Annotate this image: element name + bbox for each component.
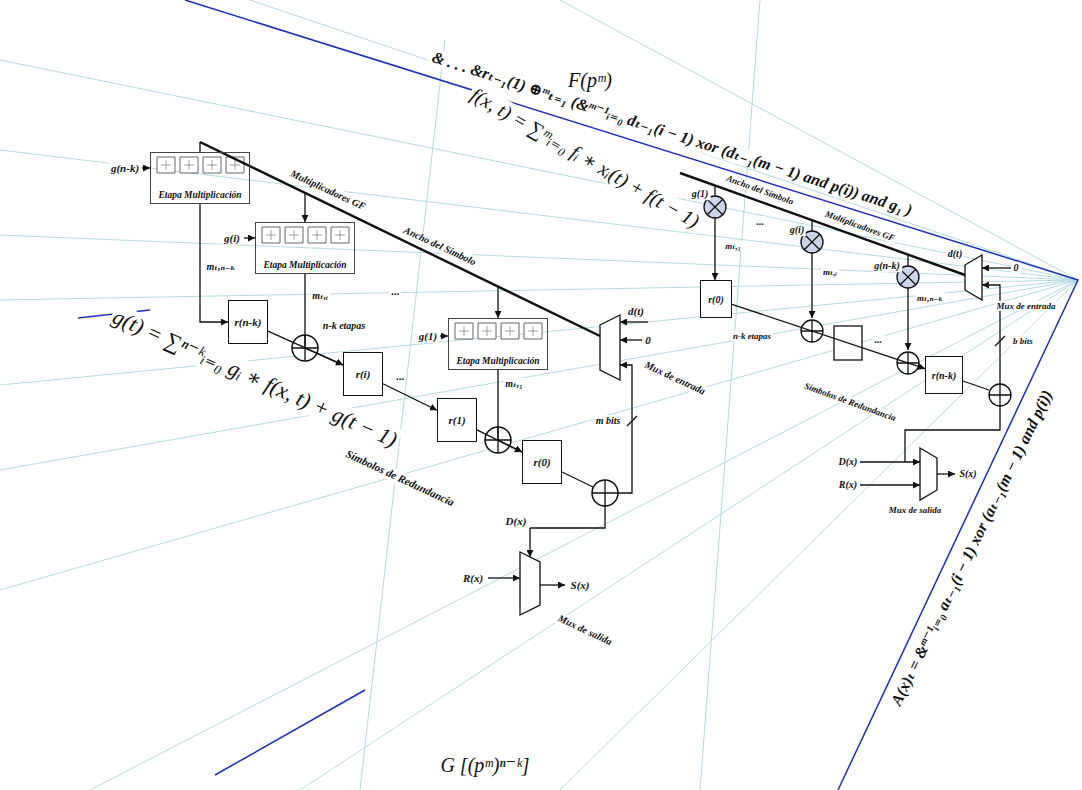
ellipsis: ... xyxy=(872,334,884,346)
field-name: G [(pᵐ)ⁿ⁻ᵏ] xyxy=(438,754,531,777)
ellipsis: ... xyxy=(394,370,406,383)
field-name: F(pᵐ) xyxy=(566,69,614,92)
stage-label: Etapa Multiplicación xyxy=(263,260,346,270)
signal-name: mₜ,₁ xyxy=(503,378,524,390)
register-box: r(n-k) xyxy=(228,300,268,344)
signal-name: S(x) xyxy=(957,468,978,480)
output-mux xyxy=(520,552,540,615)
register-label: r(i) xyxy=(356,368,371,380)
ellipsis: ... xyxy=(754,216,766,228)
plane-outline xyxy=(78,0,1078,790)
multiplication-stage: Etapa Multiplicación xyxy=(150,152,250,204)
multiplication-stage: Etapa Multiplicación xyxy=(255,222,355,274)
register-box: r(n-k) xyxy=(925,356,963,394)
signal-name: mₜ,ₙ₋ₖ xyxy=(204,261,237,273)
zero-input xyxy=(982,267,1011,268)
output-mux xyxy=(920,448,937,500)
signal-name: mₜ,ₙ₋ₖ xyxy=(915,293,945,303)
data-input xyxy=(620,321,648,322)
signal-name: D(x) xyxy=(837,456,860,468)
signal-name: R(x) xyxy=(461,572,485,585)
stage-label: Etapa Multiplicación xyxy=(158,190,241,200)
wire xyxy=(200,142,637,528)
gf-multiplier-cells xyxy=(157,157,542,339)
signal-name: mₜ,ᵢ xyxy=(310,290,330,302)
caption-text: Multiplicadores GF xyxy=(822,208,898,244)
register-box: r(0) xyxy=(700,280,732,318)
register-box: r(i) xyxy=(343,352,383,396)
caption-text: Símbolos de Redundancia xyxy=(801,380,899,424)
output-wire xyxy=(540,584,565,585)
zero-input xyxy=(620,339,642,340)
register-label: r(n-k) xyxy=(235,316,262,328)
caption-text: Mux de salida xyxy=(887,505,944,515)
signal-name: R(x) xyxy=(837,479,859,491)
signal-name: mₜ,₁ xyxy=(723,241,743,251)
output-wire xyxy=(937,473,955,474)
signal-name: d(t) xyxy=(946,248,964,260)
signal-name: g(1) xyxy=(417,330,439,343)
ellipsis: ... xyxy=(389,285,401,298)
signal-name: g(i) xyxy=(788,224,806,236)
caption-text: Mux de entrada xyxy=(641,358,709,398)
bus-drop xyxy=(497,287,498,318)
product-wire xyxy=(714,218,715,280)
coefficient-input xyxy=(244,237,255,238)
bus-width: b bits xyxy=(1011,336,1035,346)
signal-name: S(x) xyxy=(569,579,592,592)
multiplication-stage: Etapa Multiplicación xyxy=(448,318,548,370)
data-wire xyxy=(860,461,920,462)
caption-text: n-k etapas xyxy=(731,331,773,341)
signal-connector xyxy=(268,331,343,365)
register-box: r(1) xyxy=(437,398,477,442)
signal-name: 0 xyxy=(643,334,653,347)
coefficient-input xyxy=(142,167,150,168)
data-wire xyxy=(529,528,530,557)
stage-label: Etapa Multiplicación xyxy=(456,356,539,366)
caption-text: Multiplicadores GF xyxy=(287,167,369,214)
caption-text: Ancho del Símbolo xyxy=(400,223,480,268)
caption-text: Símbolos de Redundancia xyxy=(342,446,458,509)
formula: A(x)ₜ = &ᵐ⁻¹ᵢ₌₀ aₜ₋₁(i − 1) xor (aₜ₋₁(m … xyxy=(886,386,1057,711)
signal-name: g(n-k) xyxy=(109,162,141,175)
caption-text: Mux de salida xyxy=(554,612,615,649)
feedback-wire xyxy=(618,365,632,493)
signal-name: g(i) xyxy=(222,232,242,245)
signal-name: mₜ,ᵢ xyxy=(821,267,839,277)
signal-name: 0 xyxy=(1012,262,1021,274)
bus-width: m bits xyxy=(594,415,623,427)
input-mux xyxy=(600,315,620,380)
input-mux xyxy=(965,255,982,300)
bus-drop xyxy=(304,193,305,222)
signal-connector xyxy=(383,384,437,410)
signal-name: d(t) xyxy=(626,305,646,318)
signal-name: g(n-k) xyxy=(872,260,902,272)
signal-connector xyxy=(477,430,522,452)
caption-text: n-k etapas xyxy=(321,320,368,332)
signal-name: g(1) xyxy=(690,188,711,200)
register-label: r(0) xyxy=(533,456,550,468)
wire xyxy=(715,186,1005,463)
signal-name: D(x) xyxy=(504,515,529,528)
product-wire xyxy=(907,288,908,350)
cell-adders xyxy=(161,160,538,336)
caption-text: Mux de entrada xyxy=(994,301,1057,311)
redundancy-wire xyxy=(488,577,520,578)
register-label: r(n-k) xyxy=(932,370,956,381)
product-wire xyxy=(811,253,812,318)
coefficient-input xyxy=(440,335,448,336)
register-label: r(1) xyxy=(448,414,465,426)
register-box: r(0) xyxy=(522,440,562,484)
register-label: r(0) xyxy=(708,294,724,305)
redundancy-wire xyxy=(860,484,920,485)
